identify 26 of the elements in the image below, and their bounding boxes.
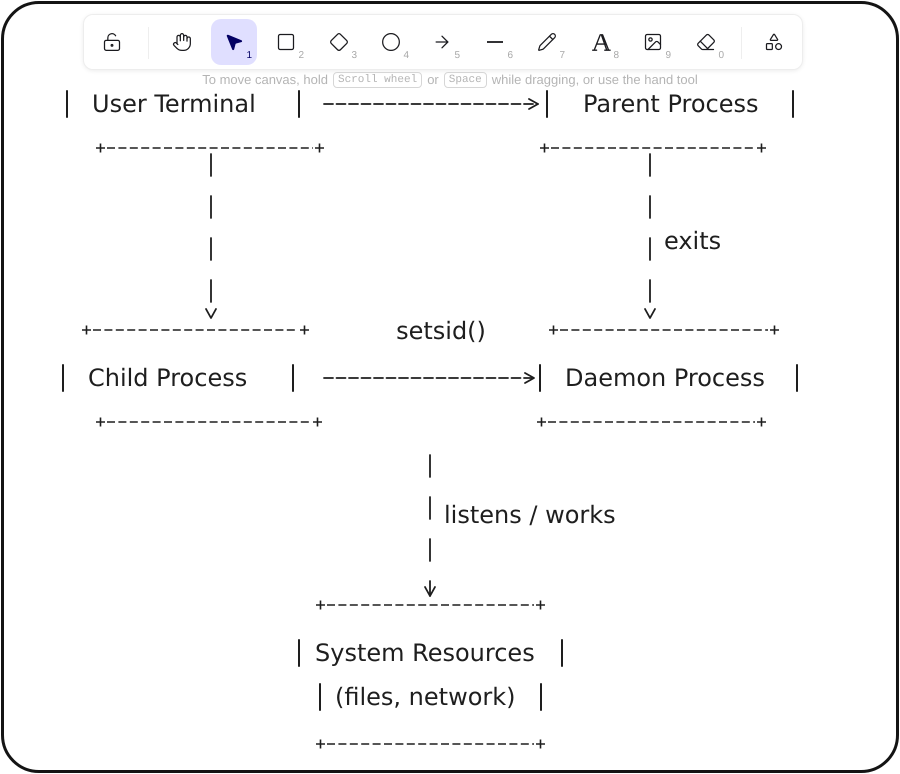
eraser-tool-button: 0 (683, 19, 729, 65)
node-label: User Terminal (92, 90, 256, 118)
hint-text: while dragging, or use the hand tool (492, 72, 698, 88)
arrow (424, 454, 436, 597)
ellipse-tool-button: 4 (368, 19, 414, 65)
arrow (205, 153, 217, 319)
node-label: Parent Process (583, 90, 758, 118)
keyboard-key: Space (444, 72, 487, 88)
selection-tool-button: 1 (211, 19, 257, 65)
arrow (323, 98, 539, 110)
draw-tool-button: 7 (524, 19, 570, 65)
rectangle-tool-button: 2 (263, 19, 309, 65)
node-label: (files, network) (335, 683, 516, 711)
text-tool-button: 8 (578, 19, 624, 65)
hint-text: or (427, 72, 439, 88)
line-tool-button: 6 (472, 19, 518, 65)
arrow (323, 372, 535, 384)
arrow-tool-button: 5 (419, 19, 465, 65)
arrow (644, 153, 656, 319)
node-label: Child Process (88, 364, 248, 392)
keyboard-key: Scroll wheel (332, 72, 422, 88)
diamond-tool-button: 3 (316, 19, 362, 65)
image-tool-button: 9 (630, 19, 676, 65)
hint-text: To move canvas, hold (202, 72, 328, 88)
node-label: System Resources (315, 639, 535, 667)
node-label: Daemon Process (565, 364, 765, 392)
